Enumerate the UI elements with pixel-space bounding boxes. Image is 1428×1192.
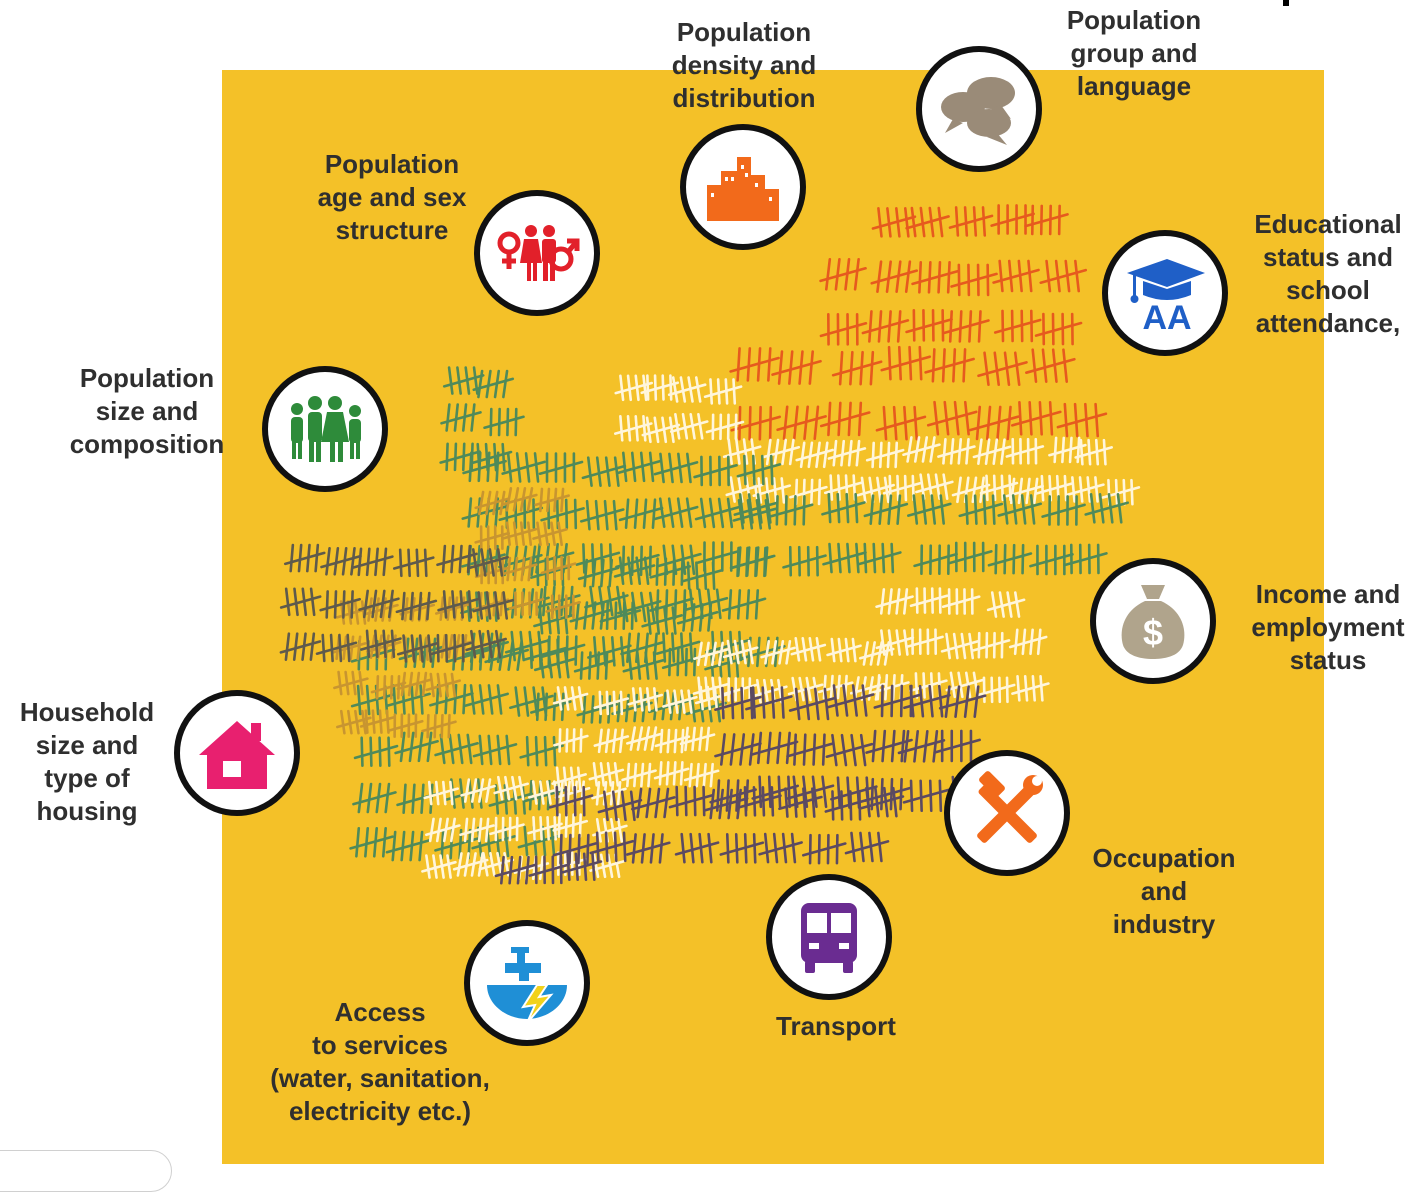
graduation-cap-icon: AA <box>1102 230 1228 356</box>
corner-mark <box>1283 0 1289 6</box>
money-bag-symbol: $ <box>1143 612 1163 653</box>
topic-label-occupation: Occupation and industry <box>1066 842 1262 941</box>
speech-bubbles-icon <box>916 46 1042 172</box>
family-group-icon <box>262 366 388 492</box>
city-buildings-icon <box>680 124 806 250</box>
topic-label-education: Educational status and school attendance… <box>1230 208 1426 340</box>
topic-label-language: Population group and language <box>1034 4 1234 103</box>
topic-label-transport: Transport <box>738 1010 934 1043</box>
family-group-glyph <box>283 387 367 471</box>
tools-icon <box>944 750 1070 876</box>
topic-label-age: Population age and sex structure <box>292 148 492 247</box>
topic-label-income: Income and employment status <box>1226 578 1428 677</box>
bus-icon <box>766 874 892 1000</box>
topic-label-housing: Household size and type of housing <box>0 696 174 828</box>
house-glyph <box>195 711 279 795</box>
graduation-cap-glyph: AA <box>1123 251 1207 335</box>
topic-label-services: Access to services (water, sanitation, e… <box>240 996 520 1128</box>
tools-glyph <box>965 771 1049 855</box>
topic-label-density: Population density and distribution <box>634 16 854 115</box>
topic-label-size: Population size and composition <box>52 362 242 461</box>
corner-tab <box>0 1150 172 1192</box>
graduation-cap-letters: AA <box>1142 299 1191 337</box>
house-icon <box>174 690 300 816</box>
gender-symbols-icon <box>474 190 600 316</box>
gender-symbols-glyph <box>495 211 579 295</box>
bus-glyph <box>787 895 871 979</box>
money-bag-icon: $ <box>1090 558 1216 684</box>
city-buildings-glyph <box>701 145 785 229</box>
speech-bubbles-glyph <box>937 67 1021 151</box>
money-bag-glyph: $ <box>1111 579 1195 663</box>
